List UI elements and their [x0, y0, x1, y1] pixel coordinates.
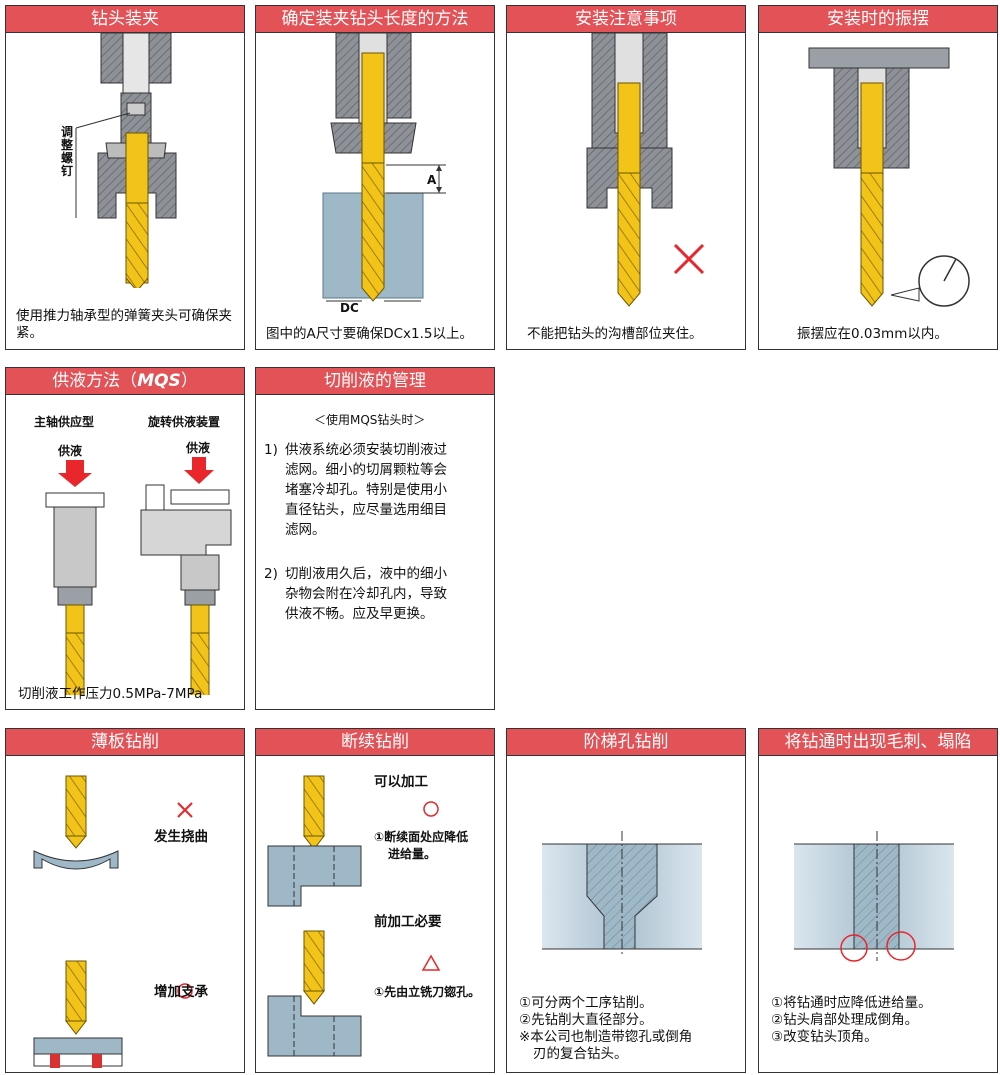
breakthrough-illustration: [794, 831, 954, 962]
panel-clamp-length-method: 确定装夹钻头长度的方法 A DC 图中的A尺寸要确保DCx1.5以上。: [255, 5, 495, 350]
dim-a-label: A: [427, 173, 437, 187]
panel-title: 安装时的振摆: [759, 6, 997, 33]
item-2-number: 2): [264, 566, 278, 582]
runout-illustration: [808, 47, 970, 307]
deflection-label: 发生挠曲: [154, 829, 208, 845]
panel-title: 供液方法（MQS）: [6, 368, 244, 395]
support-block: [50, 1054, 60, 1068]
support-block: [92, 1054, 102, 1068]
circle-mark-icon: [886, 931, 916, 961]
panel-title: 阶梯孔钻削: [507, 729, 745, 756]
dim-dc-label: DC: [340, 301, 359, 315]
panel-title: 钻头装夹: [6, 6, 244, 33]
step-hole-illustration: [542, 831, 702, 956]
caption: 不能把钻头的沟槽部位夹住。: [527, 326, 703, 342]
down-arrow-icon: [184, 457, 214, 484]
prep-note: ①先由立铣刀锪孔。: [374, 985, 481, 999]
coolant-supply-illustration: [45, 457, 232, 695]
item-2-text: 切削液用久后，液中的细小 杂物会附在冷却孔内，导致 供液不畅。应及早更换。: [285, 566, 447, 622]
thin-plate-illustration: [33, 775, 193, 1068]
prep-label: 前加工必要: [374, 914, 442, 930]
panel-thin-plate: 薄板钻削 发生挠曲 增加支承: [5, 728, 245, 1073]
item-1-number: 1): [264, 442, 278, 458]
circle-mark-icon: [423, 801, 439, 817]
down-arrow-icon: [58, 460, 92, 487]
ok-label: 可以加工: [374, 774, 428, 790]
panel-breakthrough-burr: 将钻通时出现毛刺、塌陷 ①将钻通时应降低进给量。 ②钻头肩部处理成倒角。 ③改变…: [758, 728, 998, 1073]
notes: ①将钻通时应降低进给量。 ②钻头肩部处理成倒角。 ③改变钻头顶角。: [771, 995, 932, 1045]
coolant-label: 供液: [186, 441, 211, 455]
panel-title: 安装注意事项: [507, 6, 745, 33]
panel-drill-clamping: 钻头装夹 调整螺钉 使用推力轴承型的弹簧夹头可确保夹紧。: [5, 5, 245, 350]
panel-title: 断续钻削: [256, 729, 494, 756]
spindle-supply-label: 主轴供应型: [34, 415, 95, 429]
clamp-length-illustration: [322, 33, 446, 302]
panel-coolant-management: 切削液的管理 ＜使用MQS钻头时＞ 1) 供液系统必须安装切削液过 滤网。细小的…: [255, 367, 495, 710]
flute-clamped-illustration: [586, 33, 705, 307]
coolant-label: 供液: [58, 444, 83, 458]
ok-note: ①断续面处应降低 进给量。: [374, 830, 469, 861]
rotary-supply-label: 旋转供液装置: [148, 415, 221, 429]
collet-chuck-illustration: [75, 33, 177, 288]
panel-runout: 安装时的振摆 振摆应在0.03mm以内。: [758, 5, 998, 350]
item-1-text: 供液系统必须安装切削液过 滤网。细小的切屑颗粒等会 堵塞冷却孔。特别是使用小 直…: [285, 442, 447, 538]
notes: ①可分两个工序钻削。 ②先钻削大直径部分。 ※本公司也制造带锪孔或倒角 刃的复合…: [519, 995, 693, 1062]
panel-install-notes: 安装注意事项 不能把钻头的沟槽部位夹住。: [506, 5, 746, 350]
interrupted-drilling-illustration: [267, 775, 441, 1057]
subtitle: ＜使用MQS钻头时＞: [314, 413, 426, 427]
triangle-mark-icon: [421, 954, 441, 971]
support-label: 增加支承: [154, 984, 208, 1000]
panel-interrupted-drilling: 断续钻削 可以加工 ①断续面处应降低 进给量。 前加工必要 ①先由立铣刀锪孔。: [255, 728, 495, 1073]
panel-title: 将钻通时出现毛刺、塌陷: [759, 729, 997, 756]
caption: 使用推力轴承型的弹簧夹头可确保夹紧。: [16, 308, 232, 341]
circle-mark-icon: [177, 983, 193, 999]
panel-step-hole: 阶梯孔钻削 ①可分两个工序钻削。 ②先钻削大直径部分。 ※本公司也制造带锪孔或倒…: [506, 728, 746, 1073]
circle-mark-icon: [840, 934, 868, 962]
caption: 图中的A尺寸要确保DCx1.5以上。: [266, 326, 474, 342]
panel-title: 切削液的管理: [256, 368, 494, 395]
adjust-screw-label: 调整螺钉: [61, 125, 74, 178]
panel-title: 薄板钻削: [6, 729, 244, 756]
panel-coolant-supply: 供液方法（MQS） 主轴供应型 旋转供液装置 供液 供液 切削液工作压力0.5M…: [5, 367, 245, 710]
caption: 切削液工作压力0.5MPa-7MPa: [18, 686, 203, 702]
panel-title: 确定装夹钻头长度的方法: [256, 6, 494, 33]
caption: 振摆应在0.03mm以内。: [797, 326, 948, 342]
